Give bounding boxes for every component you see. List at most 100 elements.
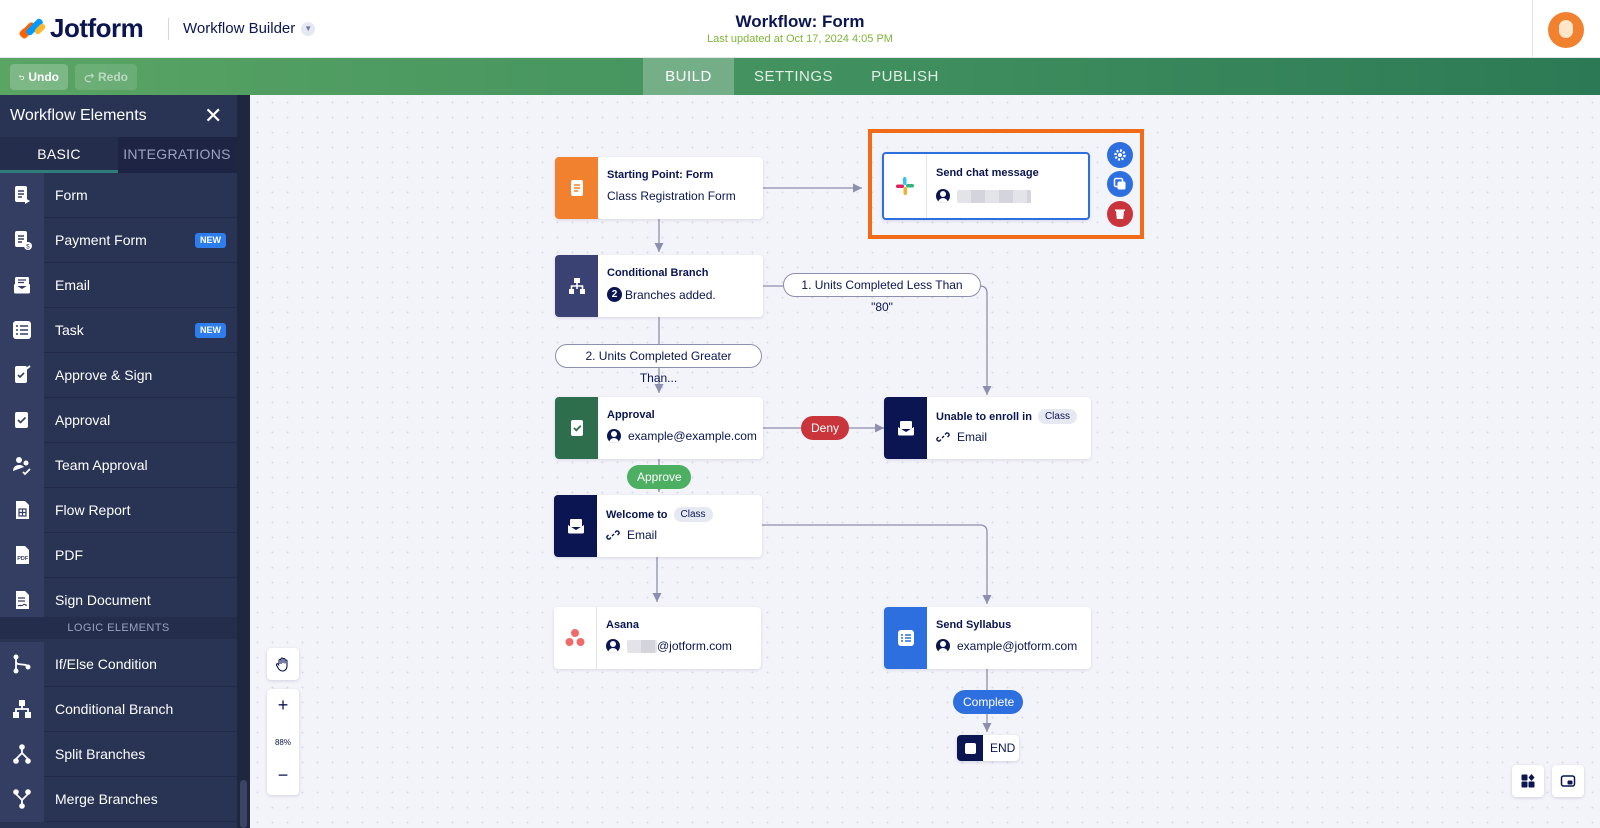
product-switcher[interactable]: Workflow Builder ▼ — [183, 20, 316, 37]
minimap-button[interactable] — [1552, 765, 1584, 797]
sidebar-item-label: Email — [55, 277, 91, 293]
node-conditional-branch[interactable]: Conditional Branch 2 Branches added. — [555, 255, 763, 317]
tab-basic[interactable]: BASIC — [0, 137, 118, 173]
node-settings-button[interactable] — [1107, 142, 1133, 168]
node-send-syllabus[interactable]: Send Syllabus example@jotform.com — [884, 607, 1091, 669]
panel-header: Workflow Elements — [0, 95, 237, 137]
branch-condition-1[interactable]: 1. Units Completed Less Than "80" — [783, 273, 981, 314]
user-avatar[interactable] — [1548, 12, 1584, 48]
node-duplicate-button[interactable] — [1107, 171, 1133, 197]
zoom-in-button[interactable]: + — [277, 695, 289, 715]
sidebar-item-email[interactable]: Email — [0, 262, 237, 308]
sidebar-item-flow-report[interactable]: Flow Report — [0, 487, 237, 533]
user-icon — [607, 429, 621, 443]
sidebar-item-sign-document[interactable]: Sign Document — [0, 577, 237, 623]
product-name: Workflow Builder — [183, 20, 296, 37]
node-subtitle: example@example.com — [628, 429, 757, 443]
workflow-canvas[interactable]: Starting Point: Form Class Registration … — [250, 95, 1600, 828]
sidebar-item-label: Approval — [55, 412, 111, 428]
workflow-title: Workflow: Form — [735, 12, 865, 31]
pan-tool-button[interactable] — [267, 648, 299, 680]
sidebar-item-if-else[interactable]: If/Else Condition — [0, 641, 237, 687]
node-approval[interactable]: Approval example@example.com — [555, 397, 763, 459]
field-tag: Class — [673, 507, 713, 522]
user-icon — [936, 189, 950, 203]
node-title: Welcome to — [606, 508, 668, 521]
approval-icon — [555, 397, 598, 459]
svg-text:$: $ — [26, 245, 30, 251]
approve-label[interactable]: Approve — [627, 465, 691, 489]
email-icon — [0, 262, 44, 308]
node-unable-to-enroll[interactable]: Unable to enroll in Class Email — [884, 397, 1091, 459]
sidebar-item-team-approval[interactable]: Team Approval — [0, 442, 237, 488]
node-title: Asana — [606, 619, 640, 631]
node-send-chat-message[interactable]: Send chat message — [882, 152, 1090, 220]
panel-title: Workflow Elements — [10, 107, 147, 124]
node-subtitle: Class Registration Form — [607, 189, 736, 203]
stop-icon — [957, 735, 983, 761]
panel-scrollbar-track[interactable] — [237, 95, 250, 828]
sidebar-item-pdf[interactable]: PDF PDF — [0, 532, 237, 578]
panel-scrollbar-thumb[interactable] — [240, 780, 247, 828]
zoom-out-button[interactable]: − — [277, 765, 289, 785]
sidebar-item-merge-branches[interactable]: Merge Branches — [0, 776, 237, 822]
team-approval-icon — [0, 442, 44, 488]
node-asana[interactable]: Asana @jotform.com — [554, 607, 761, 669]
end-node[interactable]: END — [957, 735, 1019, 761]
sidebar-item-approval[interactable]: Approval — [0, 397, 237, 443]
sidebar-item-split-branches[interactable]: Split Branches — [0, 731, 237, 777]
tab-integrations[interactable]: INTEGRATIONS — [123, 146, 231, 162]
payment-form-icon: $ — [0, 217, 44, 263]
conditional-branch-icon — [0, 686, 44, 732]
slack-icon — [884, 154, 927, 218]
apps-button[interactable] — [1512, 765, 1544, 797]
redacted-email-prefix — [627, 639, 657, 653]
header-divider-right — [1532, 0, 1533, 58]
sidebar-item-payment-form[interactable]: $ Payment Form NEW — [0, 217, 237, 263]
node-delete-button[interactable] — [1107, 201, 1133, 227]
node-subtitle: Email — [627, 528, 658, 542]
split-branches-icon — [0, 731, 44, 777]
deny-label[interactable]: Deny — [801, 416, 849, 440]
node-title: Starting Point: Form — [607, 169, 714, 181]
approve-sign-icon — [0, 352, 44, 398]
trash-icon — [1115, 209, 1125, 219]
sidebar-item-label: Merge Branches — [55, 791, 158, 807]
user-icon — [936, 639, 950, 653]
app-header: Jotform Workflow Builder ▼ Workflow: For… — [0, 0, 1600, 58]
sidebar-item-approve-sign[interactable]: Approve & Sign — [0, 352, 237, 398]
sidebar-item-label: Flow Report — [55, 502, 131, 518]
sidebar-item-label: If/Else Condition — [55, 656, 157, 672]
undo-label: Undo — [28, 70, 59, 84]
link-icon — [936, 432, 950, 442]
chevron-down-icon: ▼ — [301, 21, 316, 36]
new-badge: NEW — [195, 233, 226, 248]
copy-icon — [1113, 177, 1126, 190]
undo-button[interactable]: Undo — [10, 64, 68, 90]
node-starting-point[interactable]: Starting Point: Form Class Registration … — [555, 157, 763, 219]
node-title: Send chat message — [936, 167, 1039, 179]
builder-navbar: Undo Redo BUILD SETTINGS PUBLISH — [0, 58, 1600, 95]
form-icon — [555, 157, 598, 219]
node-welcome[interactable]: Welcome to Class Email — [554, 495, 762, 557]
sidebar-item-label: PDF — [55, 547, 83, 563]
user-icon — [606, 639, 620, 653]
node-subtitle: @jotform.com — [657, 639, 732, 653]
tab-build[interactable]: BUILD — [643, 58, 734, 95]
node-title: Approval — [607, 409, 655, 421]
new-badge: NEW — [195, 323, 226, 338]
sidebar-item-conditional-branch[interactable]: Conditional Branch — [0, 686, 237, 732]
redo-button[interactable]: Redo — [75, 64, 137, 90]
complete-label[interactable]: Complete — [953, 690, 1023, 714]
close-icon[interactable]: ✕ — [204, 103, 223, 128]
tab-settings[interactable]: SETTINGS — [753, 68, 833, 85]
workflow-elements-panel: Workflow Elements ✕ BASIC INTEGRATIONS F… — [0, 95, 237, 828]
tab-publish[interactable]: PUBLISH — [871, 68, 939, 85]
redo-icon — [84, 73, 94, 83]
sidebar-item-form[interactable]: Form — [0, 172, 237, 218]
node-subtitle: Branches added. — [625, 287, 716, 302]
sidebar-item-task[interactable]: Task NEW — [0, 307, 237, 353]
jotform-logo[interactable]: Jotform — [18, 13, 144, 44]
branch-condition-2[interactable]: 2. Units Completed Greater Than... — [555, 344, 762, 385]
svg-text:PDF: PDF — [17, 556, 29, 562]
